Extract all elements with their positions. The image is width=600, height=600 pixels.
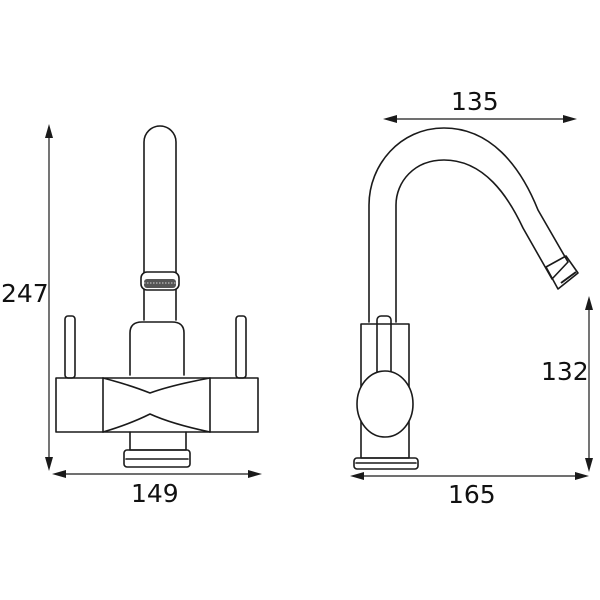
side-aerator	[545, 255, 579, 290]
side-depth-dimension: 165	[350, 472, 589, 509]
side-spout	[368, 127, 569, 323]
side-view	[353, 127, 579, 470]
front-height-label: 247	[1, 279, 49, 308]
front-width-dimension: 149	[52, 470, 262, 508]
front-aerator	[140, 271, 180, 291]
side-spout-height-label: 132	[541, 357, 589, 386]
side-spout-height-dimension: 132	[541, 296, 593, 472]
front-neck	[129, 431, 187, 451]
side-round-handle	[356, 370, 414, 438]
front-height-dimension: 247	[1, 124, 53, 471]
side-reach-label: 135	[451, 87, 499, 116]
front-width-label: 149	[131, 479, 179, 508]
front-base	[123, 449, 191, 468]
side-depth-label: 165	[448, 480, 496, 509]
side-reach-dimension: 135	[383, 87, 577, 123]
front-spout	[143, 125, 177, 321]
front-view	[55, 125, 259, 468]
front-right-lever	[235, 315, 247, 379]
front-hub	[129, 321, 185, 376]
front-body	[55, 377, 259, 433]
front-left-lever	[64, 315, 76, 379]
side-base	[353, 457, 419, 470]
